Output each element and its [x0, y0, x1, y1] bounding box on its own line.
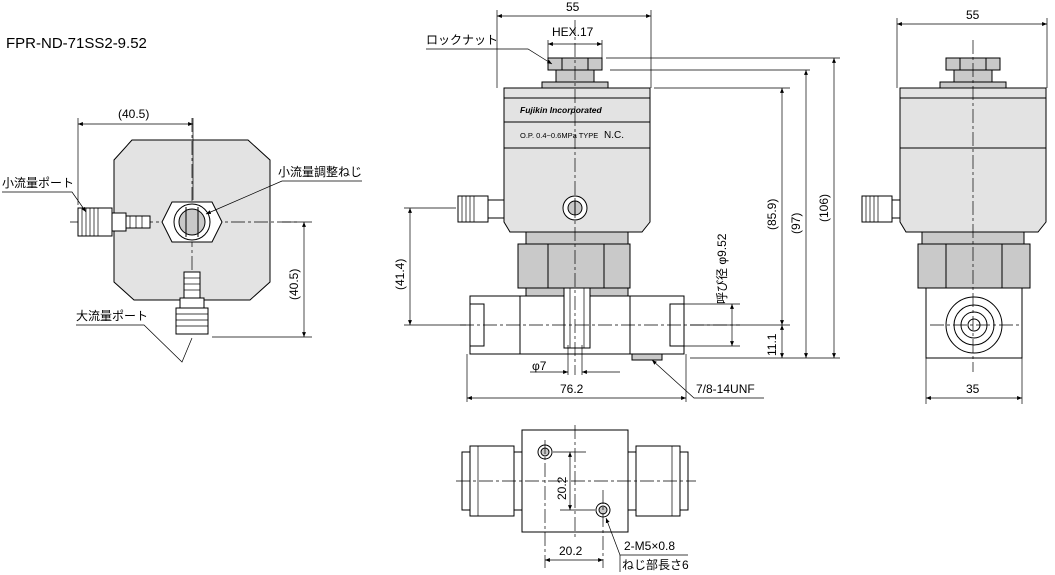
nameplate-type: N.C. [604, 130, 624, 141]
label-thread: 7/8-14UNF [696, 382, 755, 396]
label-large-port: 大流量ポート [76, 309, 148, 323]
dim-side-base: 35 [966, 382, 980, 396]
dim-front-bore: φ7 [532, 359, 547, 373]
dim-front-41-4: (41.4) [393, 259, 407, 290]
front-view: Fujikin Incorporated O.P. 0.4~0.6MPa TYP… [393, 0, 840, 402]
side-view: 55 35 [861, 8, 1048, 404]
dim-front-97: (97) [789, 213, 803, 234]
large-port-fitting [175, 271, 209, 335]
dim-top-width: (40.5) [118, 107, 149, 121]
label-nominal-dia: 呼び径 φ9.52 [715, 233, 729, 304]
label-small-port: 小流量ポート [2, 176, 74, 190]
label-tapped-holes: 2-M5×0.8 [624, 539, 675, 553]
label-thread-depth: ねじ部長さ6 [622, 557, 689, 572]
small-port-fitting [77, 207, 151, 237]
top-view: (40.5) (40.5) 小流量ポート 小流量調整ねじ 大流量ポート [2, 107, 362, 363]
label-locknut: ロックナット [426, 33, 498, 47]
bottom-view: 20.2 20.2 2-M5×0.8 ねじ部長さ6 [456, 425, 696, 572]
dim-hex: HEX.17 [552, 25, 594, 39]
dim-front-11-1: 11.1 [765, 333, 779, 356]
dim-bottom-pitch-v: 20.2 [555, 476, 569, 500]
nameplate-op-spec: O.P. 0.4~0.6MPa TYPE [520, 131, 598, 140]
dim-top-height: (40.5) [287, 269, 301, 300]
label-small-adjust-screw: 小流量調整ねじ [278, 164, 362, 179]
dim-front-length: 76.2 [560, 382, 584, 396]
dim-bottom-pitch-h: 20.2 [559, 544, 583, 558]
dim-front-width: 55 [566, 0, 580, 14]
front-side-fitting [457, 195, 505, 223]
dim-front-106: (106) [817, 194, 831, 222]
dim-front-85-9: (85.9) [765, 199, 779, 230]
front-coil-housing [503, 87, 651, 233]
nameplate-brand: Fujikin Incorporated [520, 105, 603, 115]
front-body-hex [517, 243, 631, 289]
dim-side-width: 55 [966, 8, 980, 22]
model-title: FPR-ND-71SS2-9.52 [6, 35, 147, 52]
